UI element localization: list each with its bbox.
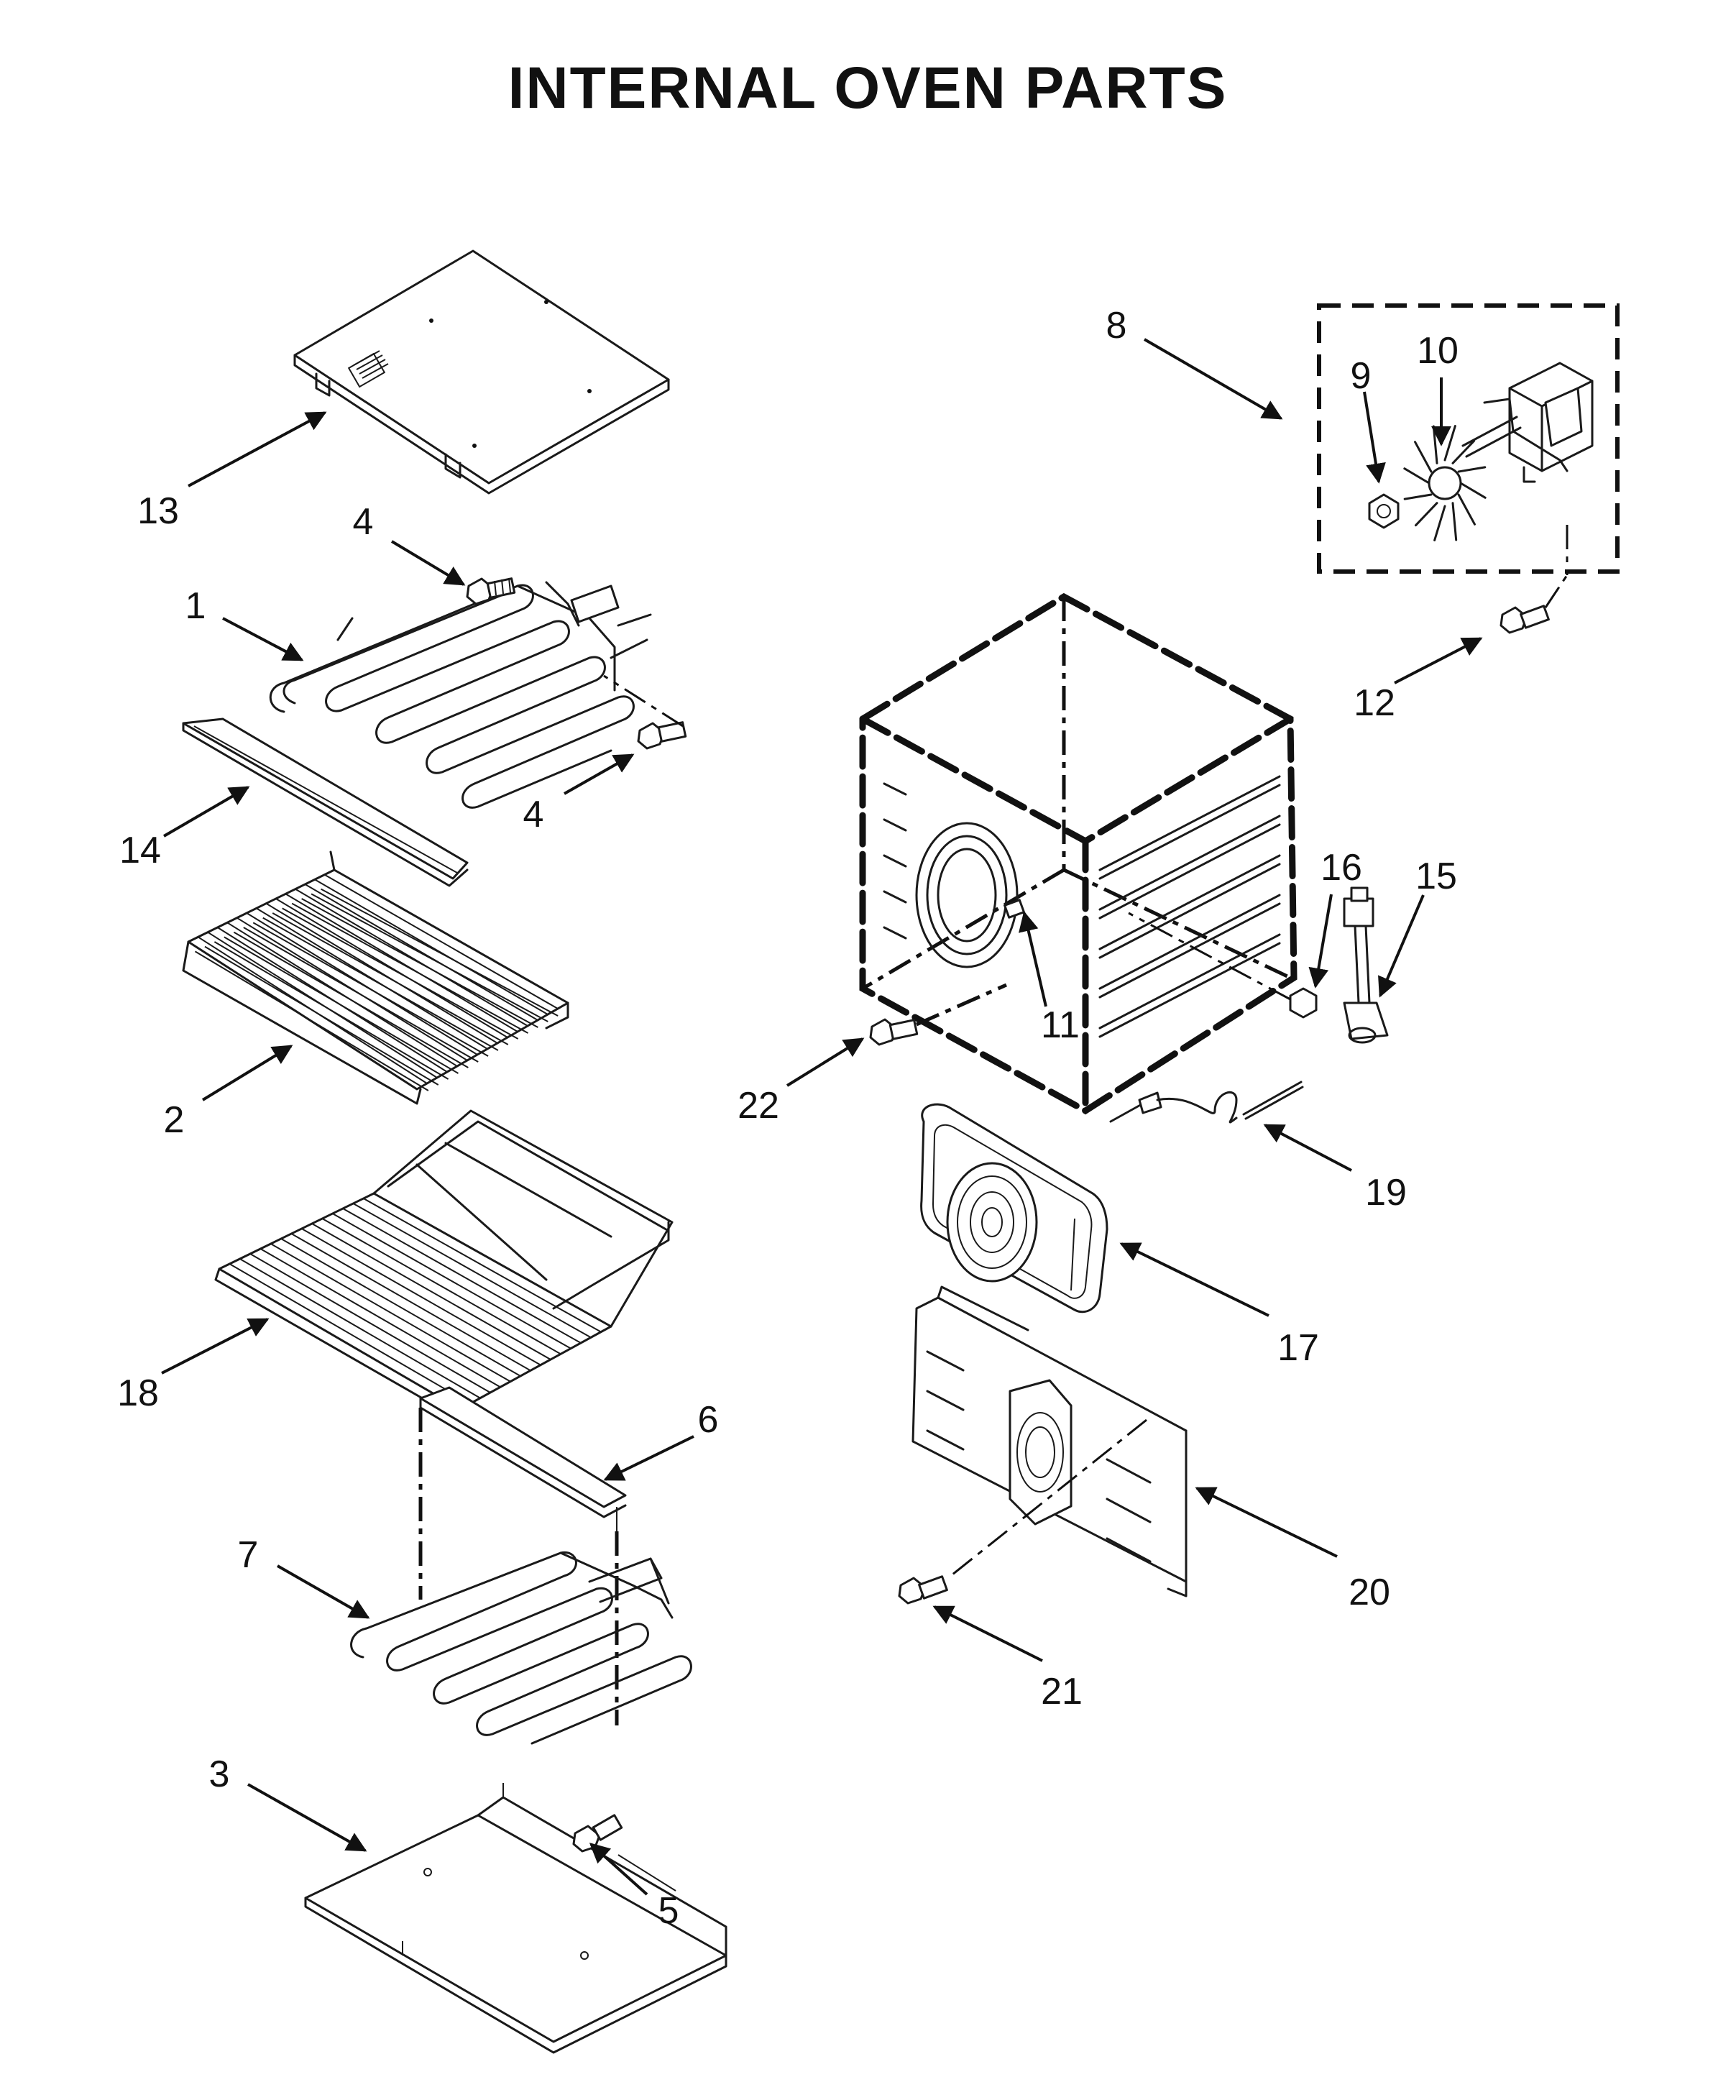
part-13-top-panel[interactable] [293, 249, 670, 495]
part-18-roller-rack[interactable] [214, 1109, 674, 1421]
callout-3: 3 [209, 1753, 230, 1795]
callout-labels: 13 4 1 4 14 2 18 6 7 3 5 8 9 10 11 12 16… [117, 305, 1459, 1932]
part-4-screw-lower[interactable] [603, 674, 687, 750]
callout-15: 15 [1415, 856, 1457, 897]
part-8-convection-fan-assembly[interactable] [1317, 303, 1620, 574]
convection-motor[interactable] [1461, 362, 1594, 575]
callout-17: 17 [1277, 1327, 1319, 1369]
part-14-trim-bar[interactable] [182, 717, 469, 887]
part-20-rear-panel[interactable] [911, 1285, 1188, 1597]
callout-8: 8 [1106, 305, 1127, 347]
oven-cavity [859, 592, 1298, 1115]
callout-4-upper: 4 [353, 501, 374, 543]
part-15-temperature-sensor[interactable] [1343, 886, 1389, 1044]
page-title: INTERNAL OVEN PARTS [508, 55, 1228, 121]
part-7-bake-element[interactable] [350, 1551, 692, 1745]
part-22-screw[interactable] [869, 983, 1008, 1046]
callout-5: 5 [658, 1890, 679, 1932]
part-10-fan-blade[interactable] [1403, 425, 1487, 541]
part-4-screw-upper[interactable] [466, 577, 516, 605]
callout-22: 22 [738, 1085, 779, 1127]
part-6-baffle[interactable] [418, 1386, 627, 1725]
part-16-nut[interactable] [1128, 912, 1318, 1019]
callout-18: 18 [117, 1372, 159, 1414]
callout-16: 16 [1321, 847, 1362, 889]
callout-14: 14 [119, 830, 161, 871]
part-3-bottom-panel[interactable] [304, 1783, 727, 2054]
callout-19: 19 [1365, 1172, 1407, 1214]
callout-7: 7 [238, 1534, 259, 1576]
callout-12: 12 [1354, 682, 1395, 724]
part-21-screw[interactable] [898, 1575, 948, 1605]
callout-10: 10 [1417, 330, 1459, 372]
part-19-meat-probe[interactable] [1109, 1081, 1304, 1124]
callout-13: 13 [137, 490, 179, 532]
callout-6: 6 [698, 1399, 719, 1441]
callout-1: 1 [185, 585, 206, 627]
part-17-fan-cover[interactable] [920, 1103, 1108, 1313]
part-9-nut[interactable] [1368, 493, 1400, 529]
callout-2: 2 [164, 1099, 185, 1141]
part-5-screw[interactable] [572, 1814, 623, 1853]
leader-lines [161, 338, 1483, 1896]
callout-21: 21 [1041, 1671, 1083, 1712]
callout-4-lower: 4 [523, 794, 544, 835]
callout-20: 20 [1349, 1572, 1390, 1613]
part-12-screw[interactable] [1500, 574, 1569, 634]
callout-9: 9 [1351, 355, 1372, 397]
part-1-broil-element[interactable] [269, 581, 652, 809]
part-2-oven-rack[interactable] [182, 850, 569, 1105]
callout-11: 11 [1041, 1004, 1080, 1046]
